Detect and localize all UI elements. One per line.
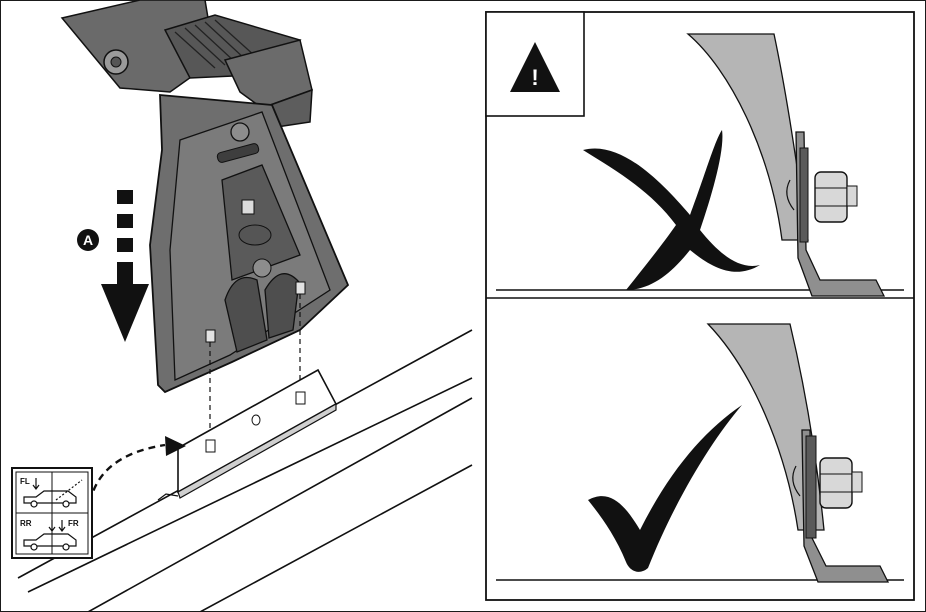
position-legend: FL RR FR <box>11 467 93 559</box>
callout-a: A <box>77 229 99 251</box>
down-arrow <box>101 190 149 342</box>
warning-symbol: ! <box>531 65 538 90</box>
legend-fr-label: FR <box>68 519 79 528</box>
callout-a-label: A <box>83 232 93 248</box>
warning-box: ! <box>485 11 585 117</box>
left-panel: A FL RR FR <box>11 0 473 612</box>
check-mark <box>588 405 742 572</box>
legend-rr-label: RR <box>20 519 32 528</box>
placement-arrow <box>88 436 186 503</box>
incorrect-example <box>496 33 904 297</box>
cross-mark <box>583 130 760 290</box>
car-icon <box>23 478 83 551</box>
correct-example <box>496 323 904 583</box>
right-panel: ! <box>485 11 915 601</box>
legend-fl-label: FL <box>20 477 30 486</box>
mounting-plate <box>157 368 338 501</box>
alignment-guides <box>209 294 301 445</box>
warning-icon <box>510 42 560 92</box>
roof-rack-foot <box>149 94 350 394</box>
